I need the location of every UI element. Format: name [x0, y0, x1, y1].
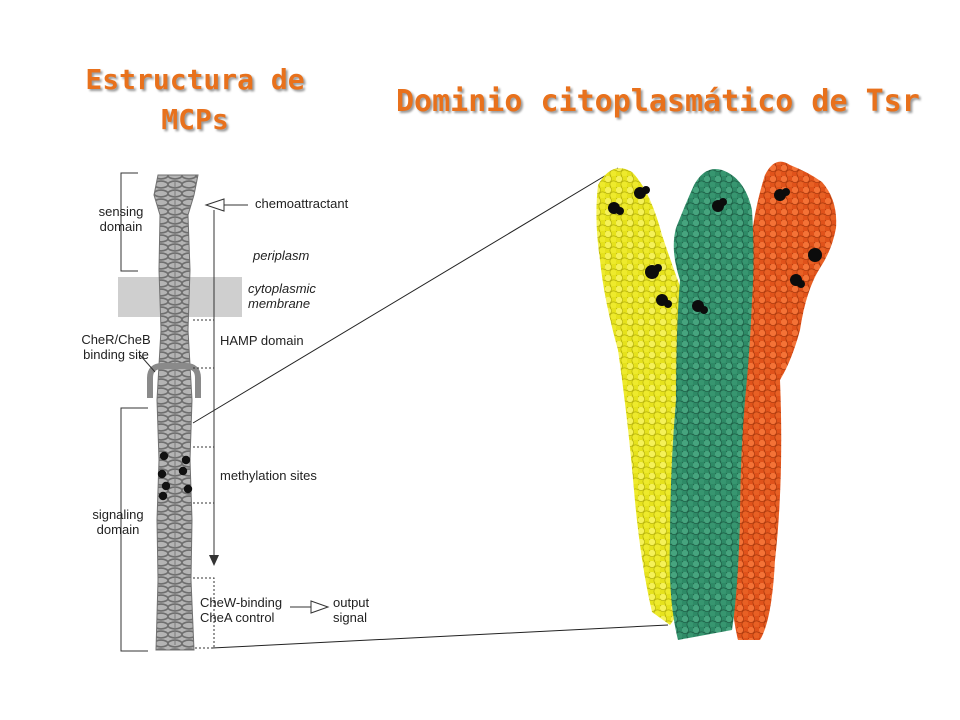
chemoattractant-arrow [204, 198, 248, 212]
label-cytoplasmic-line2: membrane [248, 296, 311, 311]
tsr-methylation-clusters [608, 186, 822, 314]
label-periplasm: periplasm [253, 248, 310, 263]
tsr-strand-orange [729, 161, 837, 640]
label-cytoplasmic-line1: cytoplasmic [248, 281, 316, 296]
signaling-arrow [209, 210, 219, 566]
label-cher-line1: CheR/CheB [81, 332, 151, 347]
label-signaling-domain: signaling domain [82, 507, 154, 537]
mcp-helix-bundle [153, 174, 199, 651]
label-output-signal: output signal [333, 595, 369, 625]
tsr-strand-yellow [596, 168, 689, 626]
output-signal-arrow [290, 600, 330, 614]
label-sensing-line1: sensing [98, 204, 144, 219]
label-methylation-sites: methylation sites [220, 468, 317, 483]
label-cher-cheb-binding-site: CheR/CheB binding site [70, 332, 162, 362]
tsr-strand-green [669, 169, 754, 640]
label-cytoplasmic-membrane: cytoplasmic membrane [248, 281, 316, 311]
label-signaling-line1: signaling [92, 507, 144, 522]
label-chew-line2: CheA control [200, 610, 275, 625]
signaling-domain-bracket [120, 407, 148, 652]
title-left-line1: Estructura de [85, 63, 305, 96]
sensing-domain-bracket [120, 172, 138, 272]
label-sensing-line2: domain [99, 219, 143, 234]
zoom-line-bottom [211, 624, 669, 649]
label-chemoattractant: chemoattractant [255, 196, 349, 211]
title-dominio-tsr: Dominio citoplasmático de Tsr [396, 84, 920, 119]
label-output-line2: signal [333, 610, 367, 625]
label-chew-line1: CheW-binding [200, 595, 283, 610]
label-hamp-domain: HAMP domain [220, 333, 304, 348]
title-left-line2: MCPs [161, 103, 229, 136]
title-estructura-mcps: Estructura de MCPs [50, 60, 340, 140]
binding-site-hook [147, 363, 201, 398]
zoom-line-top [192, 167, 619, 424]
label-sensing-domain: sensing domain [86, 204, 156, 234]
methylation-site-dots [157, 451, 193, 501]
label-cher-line2: binding site [83, 347, 149, 362]
label-signaling-line2: domain [96, 522, 140, 537]
label-output-line1: output [333, 595, 370, 610]
binding-site-pointer [139, 354, 156, 373]
label-chew-binding: CheW-binding CheA control [200, 595, 282, 625]
